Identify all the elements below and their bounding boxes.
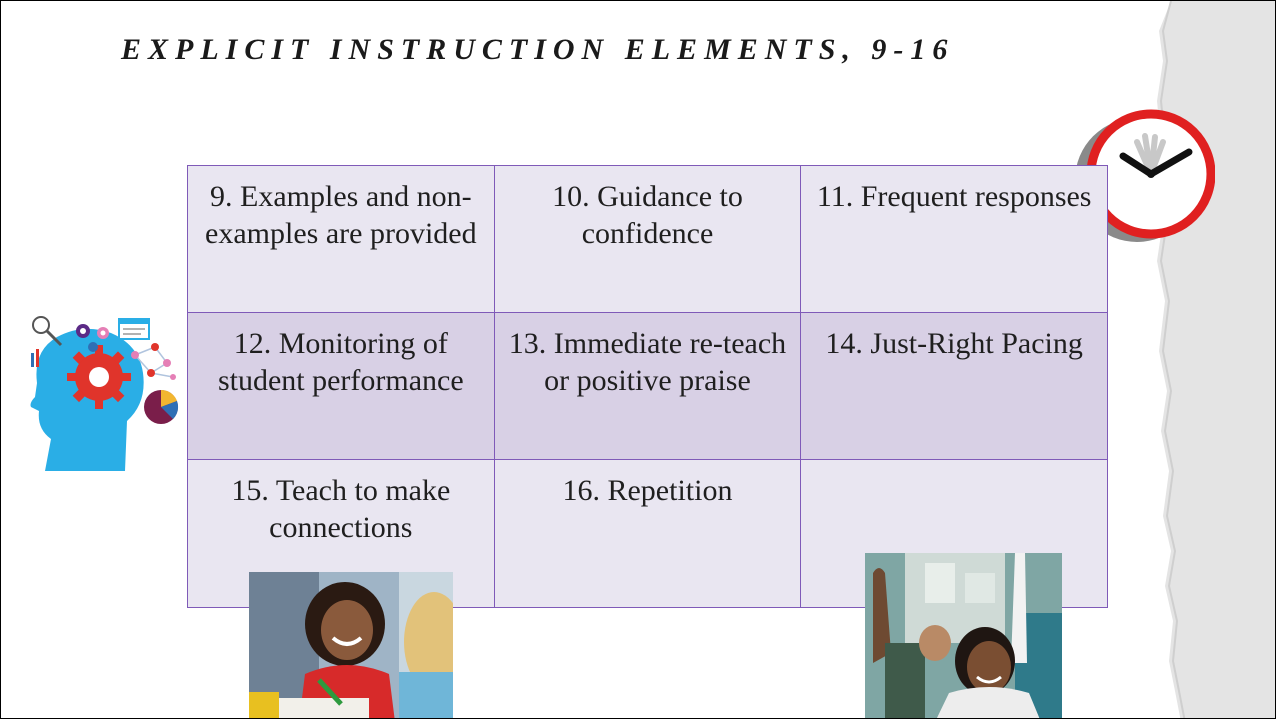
element-cell-12: 12. Monitoring of student performance	[187, 312, 495, 460]
element-cell-13: 13. Immediate re-teach or positive prais…	[493, 312, 802, 460]
elements-table: 9. Examples and non-examples are provide…	[187, 165, 1108, 608]
element-cell-11: 11. Frequent responses	[800, 165, 1108, 313]
element-cell-16: 16. Repetition	[493, 459, 802, 608]
element-cell-9: 9. Examples and non-examples are provide…	[187, 165, 495, 313]
table-row: 9. Examples and non-examples are provide…	[187, 165, 1108, 313]
student-photo-raising-hand	[865, 553, 1062, 718]
element-cell-10: 10. Guidance to confidence	[493, 165, 802, 313]
element-cell-14: 14. Just-Right Pacing	[800, 312, 1108, 460]
slide-title: EXPLICIT INSTRUCTION ELEMENTS, 9-16	[121, 33, 955, 66]
student-photo-smiling	[249, 572, 453, 718]
head-with-gears-icon	[30, 316, 179, 471]
table-row: 12. Monitoring of student performance 13…	[187, 312, 1108, 460]
